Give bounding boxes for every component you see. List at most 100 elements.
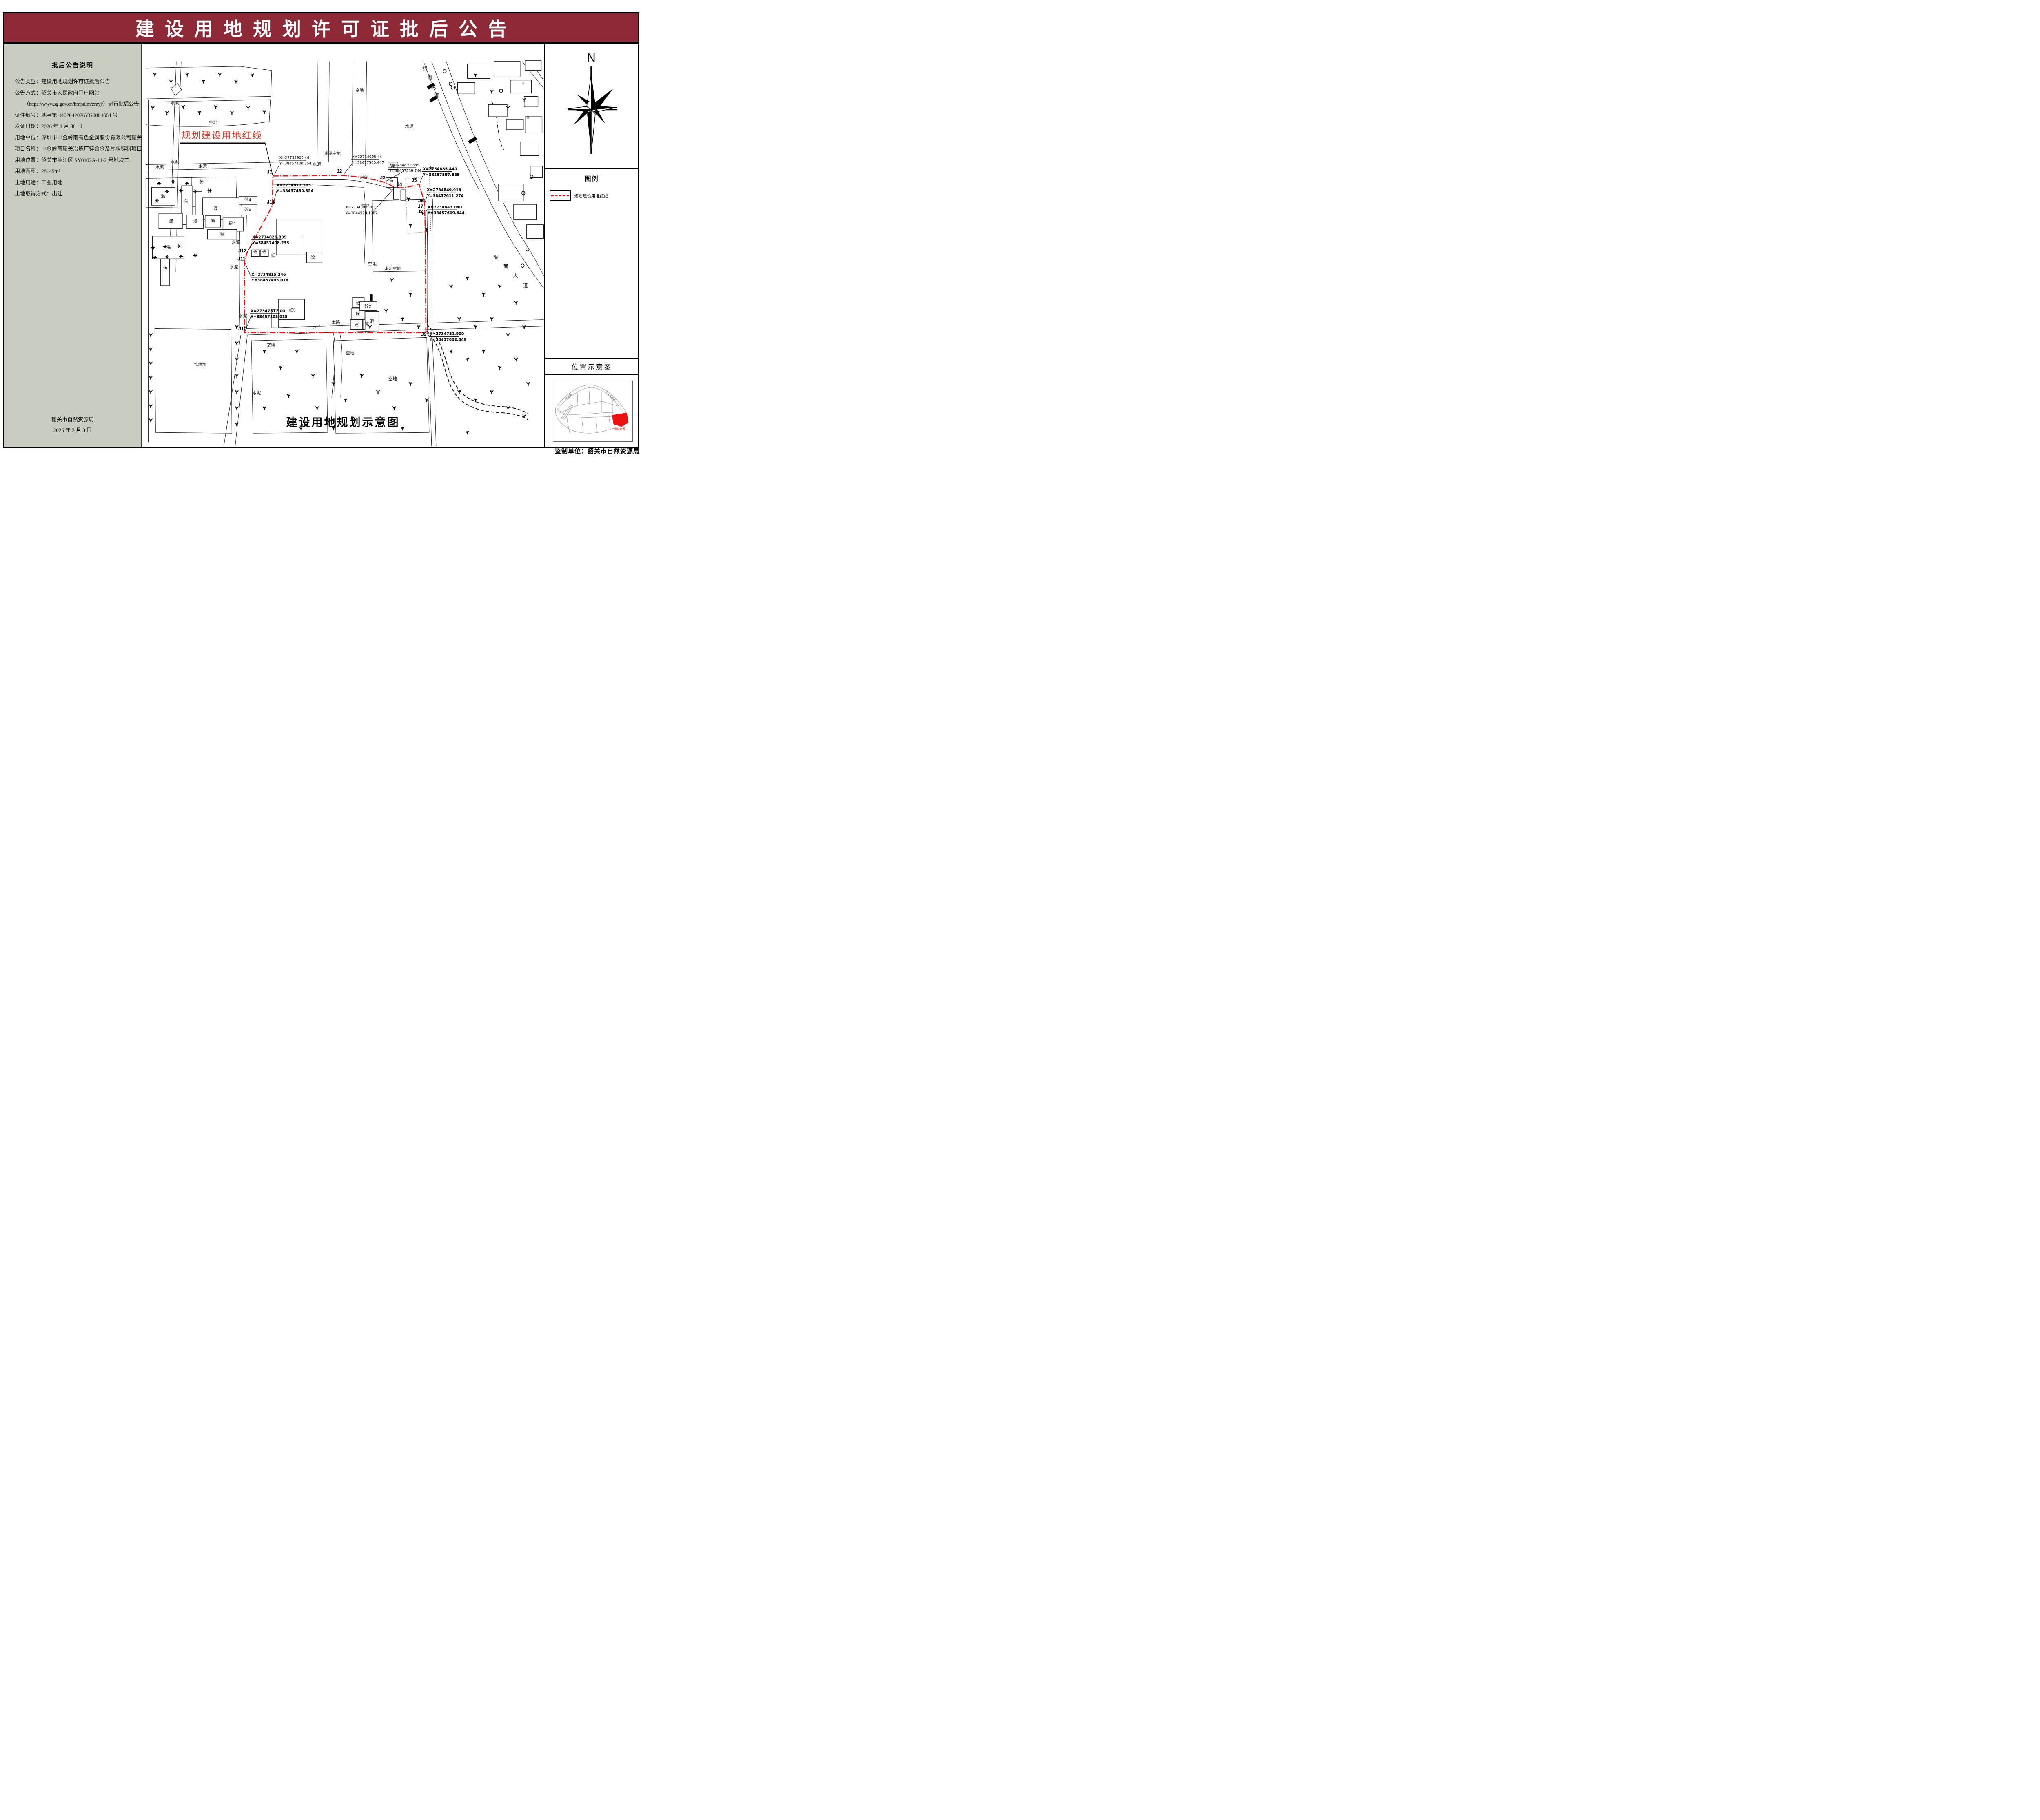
road-name-char: 大	[431, 84, 436, 89]
map-surface-label-水泥: 水泥	[253, 390, 261, 396]
building-outline	[160, 258, 170, 286]
coord-x-J6: X=2734849.918	[427, 188, 461, 193]
plan-map: 规划建设用地红线空地空地水泥空地空地空地空地空地空地堆煤场水泥水泥水泥水泥水泥水…	[142, 44, 544, 447]
grass-symbol-dot	[491, 320, 492, 321]
building-outline	[251, 249, 260, 257]
map-surface-label-混: 混	[161, 194, 165, 199]
detail-line: 用地面积：28145m²	[15, 168, 60, 174]
coord-leader	[386, 171, 403, 182]
building-outline	[494, 61, 521, 77]
grass-symbol	[408, 382, 412, 385]
legend-item: 规划建设用地红线	[550, 190, 608, 201]
grass-symbol-dot	[166, 113, 168, 115]
map-line	[169, 61, 177, 272]
grass-symbol-dot	[475, 401, 476, 402]
header-banner: 建设用地规划许可证批后公告	[3, 12, 639, 43]
inset-parcel-highlight	[612, 412, 629, 427]
hatched-building	[426, 82, 435, 90]
map-surface-label-空地: 空地	[266, 342, 275, 348]
map-surface-label-混: 混	[370, 319, 374, 324]
grass-symbol	[235, 341, 239, 345]
building-outline	[488, 104, 508, 117]
legend-title: 图例	[585, 176, 599, 182]
inset-parcel-label: 地块位置	[614, 427, 625, 431]
grass-symbol-dot	[361, 376, 362, 378]
coord-leader	[246, 243, 253, 253]
grass-symbol-dot	[467, 279, 468, 281]
left-panel: 批后公告说明 公告类型：建设用地规划许可证批后公告 公告方式：韶关市人民政府门户…	[4, 44, 158, 447]
grass-symbol	[514, 301, 518, 304]
coord-leader	[419, 176, 423, 184]
map-line	[154, 328, 232, 434]
grass-symbol	[344, 398, 348, 402]
grass-symbol-dot	[288, 397, 289, 398]
grass-symbol-dot	[402, 320, 403, 321]
grass-symbol	[235, 325, 239, 329]
grass-symbol	[376, 390, 380, 394]
coord-leader	[274, 164, 280, 175]
coord-leader	[273, 191, 277, 205]
compass-section: N	[545, 44, 638, 169]
star-symbol	[164, 244, 166, 249]
coord-x-J2: X=22734905.44	[352, 155, 382, 159]
grass-symbol	[400, 317, 404, 321]
map-line	[365, 61, 367, 166]
grass-symbol	[490, 317, 494, 321]
grass-symbol	[250, 73, 254, 77]
grass-symbol	[425, 398, 429, 402]
building-outline	[457, 82, 475, 95]
grass-symbol-dot	[152, 108, 153, 110]
road-name-char: 大	[513, 273, 518, 279]
grass-symbol-dot	[475, 76, 476, 77]
detail-line: 发证日期：2026 年 1 月 30 日	[15, 123, 82, 129]
plan-map-drawing: 规划建设用地红线空地空地水泥空地空地空地空地空地空地堆煤场水泥水泥水泥水泥水泥水…	[145, 60, 544, 447]
grass-symbol-dot	[264, 113, 265, 114]
grass-symbol-dot	[235, 82, 237, 84]
grass-symbol-dot	[499, 368, 501, 370]
coord-x-J13: X=2734877.385	[277, 183, 311, 188]
map-surface-label-混: 混	[390, 164, 395, 168]
grass-symbol-dot	[203, 82, 204, 84]
red-line-headline: 规划建设用地红线	[181, 131, 262, 141]
star-symbol	[166, 189, 169, 193]
grass-symbol	[149, 376, 153, 379]
map-surface-label-水泥: 水泥	[360, 174, 368, 179]
building-outline	[510, 80, 532, 94]
grass-symbol-dot	[182, 108, 184, 109]
map-surface-label-空地: 空地	[355, 87, 364, 93]
grass-symbol-dot	[450, 352, 452, 354]
map-line	[331, 333, 335, 398]
map-surface-label-水泥: 水泥	[171, 159, 179, 165]
grass-symbol	[149, 347, 153, 351]
map-line	[427, 199, 432, 447]
grass-symbol	[149, 390, 153, 394]
building-outline	[350, 319, 363, 330]
map-surface-label-混: 混	[193, 219, 198, 224]
authority-name: 韶关市自然资源局	[51, 416, 94, 423]
grass-symbol-dot	[150, 350, 151, 352]
boundary-point-J7: J7	[418, 204, 424, 209]
star-symbol	[180, 254, 183, 259]
building-outline	[525, 116, 543, 133]
map-surface-label-水泥: 水泥	[232, 240, 240, 245]
map-line	[246, 319, 544, 329]
map-surface-label-砼4: 砼4	[229, 221, 235, 226]
detail-line: 用地位置：韶关市浈江区 SY0102A-11-2 号地块二	[15, 157, 130, 163]
grass-symbol-dot	[410, 295, 411, 297]
grass-symbol-dot	[215, 108, 216, 109]
map-line	[239, 215, 240, 329]
map-line	[246, 326, 544, 335]
road-name-char: 南	[427, 75, 432, 80]
grass-symbol	[408, 224, 412, 227]
star-symbol	[194, 189, 197, 193]
compass-n-label: N	[587, 51, 596, 64]
manhole-circle	[521, 191, 526, 195]
location-map-title: 位置示意图	[544, 358, 639, 375]
map-line	[273, 184, 366, 264]
map-surface-label-空地: 空地	[209, 120, 217, 125]
grass-symbol-dot	[280, 368, 281, 370]
coord-leader	[425, 210, 428, 212]
boundary-point-J6: J6	[418, 198, 424, 204]
grass-symbol-dot	[528, 385, 529, 386]
building-outline	[239, 206, 257, 215]
